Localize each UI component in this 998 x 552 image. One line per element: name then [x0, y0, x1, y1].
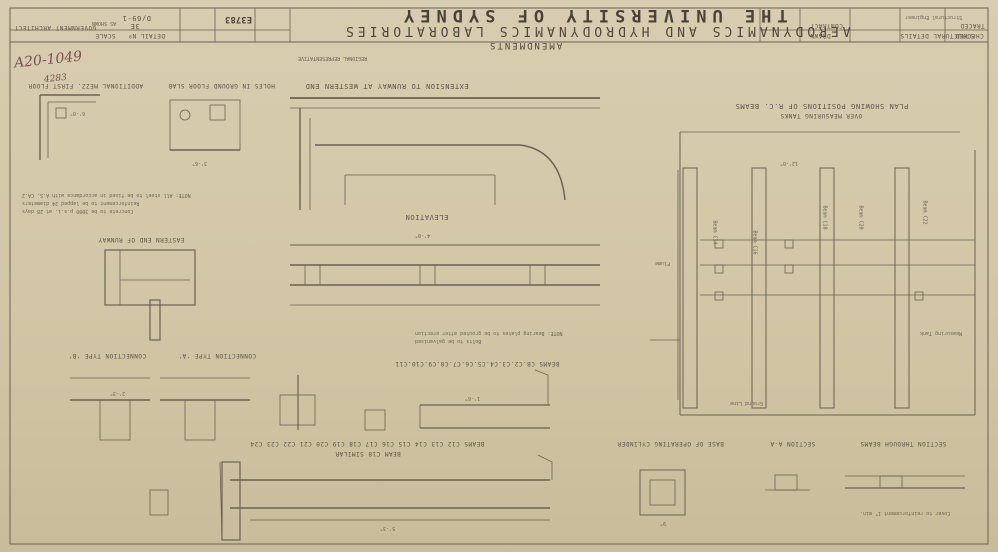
- detail-section-beams: [845, 475, 965, 489]
- dim-7: 5'-3": [380, 525, 396, 531]
- structural-details-label: STRUCTURAL DETAILS: [900, 32, 975, 39]
- detail-no-label: DETAIL Nº: [128, 32, 166, 39]
- note-4: NOTE: Bearing plates to be grouted after…: [415, 330, 563, 336]
- detail-connection-a: [160, 377, 250, 441]
- title-over-tanks: OVER MEASURING TANKS: [780, 112, 863, 119]
- detail-holes-ground-slab: [169, 99, 241, 151]
- sheet-value: 3E: [130, 22, 140, 30]
- dim-6: 9": [660, 520, 667, 526]
- note-6: Cover to reinforcement 1" min.: [860, 510, 951, 516]
- detail-connection-b: [70, 377, 150, 441]
- detail-eastern-runway: [104, 249, 196, 341]
- dim-8: 12'-0": [780, 160, 799, 166]
- title-section-beams: SECTION THROUGH BEAMS: [860, 440, 947, 447]
- detail-base-cylinder: [639, 469, 686, 516]
- drawn-label: DRAWN: [810, 32, 831, 39]
- dim-3: 4'-0": [415, 232, 431, 238]
- title-beam-c18-similar: BEAM C18 SIMILAR: [335, 450, 401, 457]
- plan-label-beam-1: Beam C14: [711, 220, 718, 245]
- detail-runway-extension: [290, 97, 600, 210]
- title-section-aa: SECTION A-A: [770, 440, 816, 447]
- title-connection-b: CONNECTION TYPE 'B': [68, 352, 147, 359]
- plan-label-beam-3: Beam C18: [821, 205, 828, 230]
- dim-1: 6'-0": [70, 110, 86, 116]
- dim-4: 2'-3": [110, 390, 126, 396]
- title-amendments: AMENDMENTS: [488, 40, 563, 50]
- plan-label-beam-4: Beam C20: [857, 205, 864, 230]
- drawing-number: E3783: [225, 14, 253, 24]
- detail-elevation: [290, 244, 600, 306]
- title-beams-c12-c24: BEAMS C12 C13 C14 C15 C16 C17 C18 C19 C2…: [250, 440, 485, 447]
- title-eastern-runway: EASTERN END OF RUNWAY: [98, 236, 185, 243]
- note-3: Concrete to be 3000 p.s.i. at 28 days: [22, 208, 134, 214]
- plan-label-beam-2: Beam C16: [751, 230, 758, 255]
- detail-beams-c2-c11: [419, 369, 550, 429]
- title-beams-c2-c11: BEAMS CB.C2.C3.C4.C5.C6.C7.C8.C9.C10.C11: [395, 360, 560, 367]
- regional-rep: REGIONAL REPRESENTATIVE: [298, 55, 368, 61]
- title-university: THE UNIVERSITY OF SYDNEY: [398, 5, 788, 25]
- title-plan-rc-beams: PLAN SHOWING POSITIONS OF R.C. BEAMS: [735, 102, 909, 110]
- title-base-cylinder: BASE OF OPERATING CYLINDER: [617, 440, 724, 447]
- note-1: NOTE: All steel to be fixed in accordanc…: [22, 192, 191, 198]
- detail-additional-slab: [39, 94, 100, 160]
- engineer-signature: Structural Engineer: [905, 14, 963, 20]
- scale-label: SCALE: [95, 32, 116, 39]
- note-2: Reinforcement to be lapped 24 diameters: [22, 200, 140, 206]
- detail-bolt-sections: [279, 375, 386, 431]
- title-laboratories: AERODYNAMICS AND HYDRODYNAMICS LABORATOR…: [342, 23, 851, 38]
- plan-label-beam-5: Beam C22: [921, 200, 928, 225]
- plan-rc-beams: [650, 131, 976, 416]
- title-extension-runway: EXTENSION TO RUNWAY AT WESTERN END: [305, 82, 469, 90]
- sheet-border: [9, 7, 989, 545]
- note-5: Bolts to be galvanised: [415, 338, 482, 344]
- detail-beams-c12-c24: [149, 454, 553, 541]
- dim-5: 1'-6": [465, 395, 481, 401]
- dim-2: 3'-6": [192, 160, 208, 166]
- architect-label: GOVERNMENT ARCHITECT: [14, 24, 97, 31]
- detail-no-value: D/69-1: [122, 14, 151, 22]
- detail-section-aa: [765, 474, 810, 491]
- traced-label: TRACED: [960, 22, 985, 29]
- plan-label-flume: Flume: [655, 260, 671, 266]
- title-additional-slab: ADDITIONAL MEZZ. FIRST FLOOR: [28, 82, 144, 89]
- plan-label-ground: Ground Line: [730, 400, 764, 406]
- title-connection-a: CONNECTION TYPE 'A': [178, 352, 257, 359]
- plan-label-tank: Measuring Tank: [920, 330, 963, 336]
- contract-label: CONTRACT: [810, 22, 843, 29]
- title-elevation: ELEVATION: [405, 213, 449, 221]
- title-holes-ground-slab: HOLES IN GROUND FLOOR SLAB: [168, 82, 275, 89]
